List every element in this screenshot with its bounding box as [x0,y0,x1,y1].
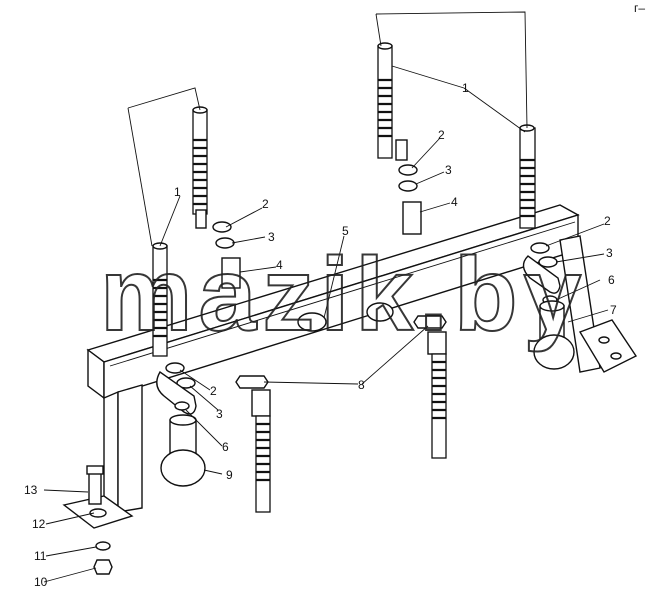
group-frame-right [375,13,382,47]
hose-left-bottom [251,389,271,513]
union-nut-left [235,375,269,389]
callout-10: 10 [34,575,48,589]
coupling-right [402,201,422,235]
washer-left-lower [165,362,185,374]
coupling-left [221,257,241,289]
callout-3-left-upper: 3 [268,230,275,244]
callout-1-right: 1 [462,81,469,95]
callout-6-left: 6 [222,440,229,454]
group-frame-right [375,11,528,129]
callout-4-left: 4 [276,258,283,272]
beam-hole [366,302,394,322]
hose-center-lower [427,331,447,459]
callout-3-right-upper: 3 [445,163,452,177]
callout-5: 5 [342,224,349,238]
watermark: mazik.by [100,237,587,353]
callout-3-left-lower: 3 [216,407,223,421]
callout-13: 13 [24,483,38,497]
callout-3-right-lower: 3 [606,246,613,260]
callout-7: 7 [610,303,617,317]
callout-labels: 1 1 2 2 2 2 3 3 3 3 4 4 5 6 6 7 8 9 10 1… [24,81,617,589]
callout-12: 12 [32,517,46,531]
callout-2-right-lower: 2 [604,214,611,228]
hose-right-outer [519,124,536,229]
washer-right-lower [530,242,550,254]
leader-lines [43,65,609,583]
valve-right [533,300,575,370]
hose-left-lower [152,242,168,357]
washer-left-upper [212,221,232,233]
callout-1-left: 1 [174,185,181,199]
seal-ring-left-lower [176,377,196,389]
clamp-right [522,255,561,294]
beam-hole [297,312,327,332]
hose-right-upper [377,42,408,161]
group-frame-left [127,87,201,111]
callout-8: 8 [358,378,365,392]
hose-left-upper [192,106,208,229]
callout-2-right-upper: 2 [438,128,445,142]
washer-right-upper [398,164,418,176]
group-frame-left [127,107,153,247]
valve-left [160,414,206,487]
callout-4-right: 4 [451,195,458,209]
callout-2-left-upper: 2 [262,197,269,211]
mounting-plate-right [578,319,638,373]
washer [95,541,111,551]
nut [93,559,113,575]
callout-9: 9 [226,468,233,482]
union-nut-center [413,315,447,329]
seal-ring-right-upper [398,180,418,192]
callout-6-right: 6 [608,273,615,287]
corner-mark: г– [634,1,645,15]
callout-11: 11 [34,549,47,563]
bolt [86,465,104,505]
callout-2-left-lower: 2 [210,384,217,398]
